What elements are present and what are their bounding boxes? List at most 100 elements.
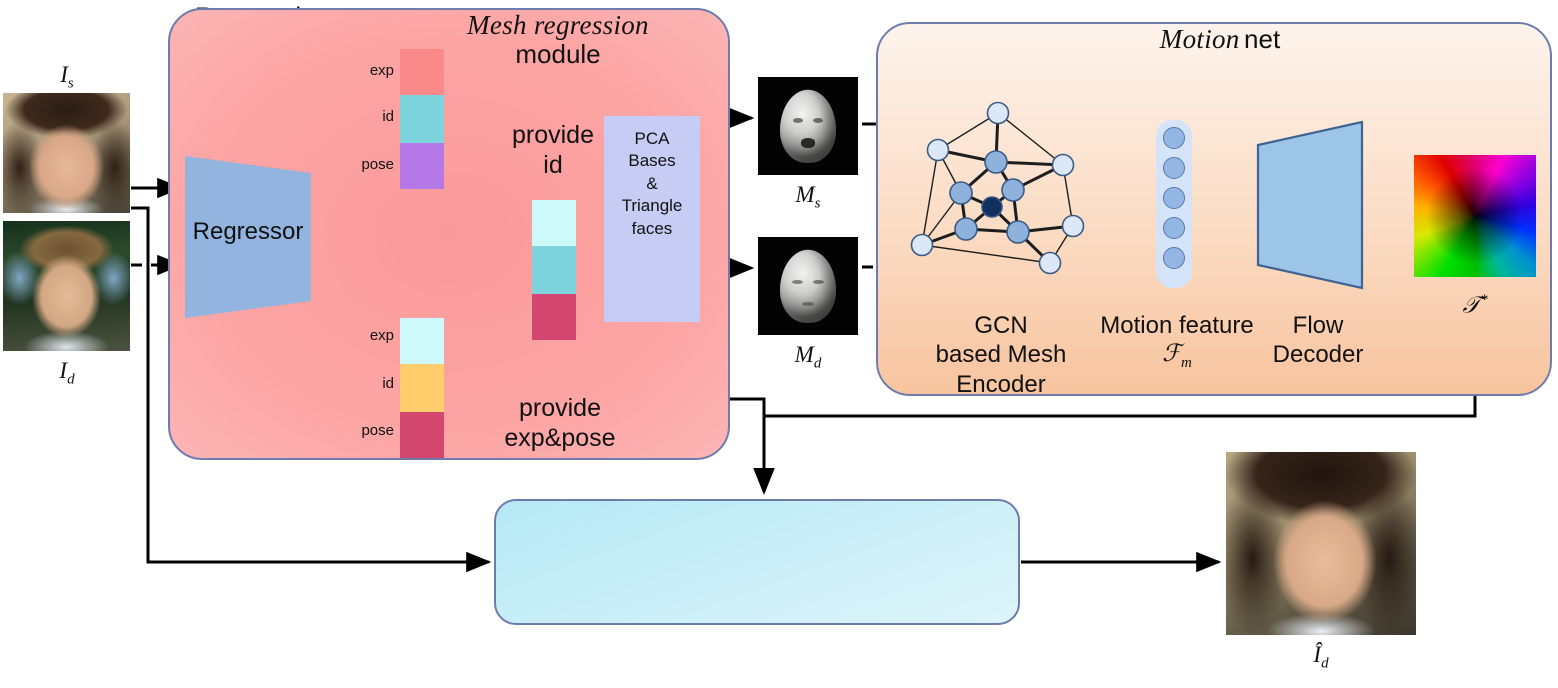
pca-bases-text: PCA Bases & Triangle faces (604, 128, 700, 240)
flow-field-symbol-sup: * (1480, 292, 1488, 308)
provide-id-line-1: provide (512, 121, 594, 149)
driving-mesh-eye-left (792, 280, 803, 285)
source-mesh-render (758, 77, 858, 175)
graph-node (954, 217, 978, 241)
source-mesh-eye-right (813, 118, 823, 124)
source-image (3, 93, 130, 213)
flow-decoder-line-2: Decoder (1272, 341, 1364, 369)
driving-mesh-mouth (802, 301, 814, 306)
pca-line-4: Triangle (621, 196, 683, 216)
flow-field-label: 𝒯* (1414, 292, 1536, 319)
source-image-label-text: I (60, 62, 68, 87)
driving-mesh-render (758, 237, 858, 335)
gcn-encoder-line-2: based Mesh (935, 341, 1067, 369)
source-param-label-pose: pose (361, 156, 394, 173)
motion-net-title-rest: net (1244, 24, 1281, 54)
gcn-encoder-line-1: GCN (974, 312, 1028, 339)
source-param-label-exp: exp (369, 62, 394, 79)
flow-field-visualization (1414, 155, 1536, 277)
motion-net-title: Motion net (1010, 24, 1430, 54)
graph-node (1006, 220, 1030, 244)
motion-feature-dot (1163, 247, 1185, 269)
graph-node (1061, 214, 1085, 238)
driving-image (3, 221, 130, 351)
graph-node (986, 101, 1010, 125)
graph-node (926, 138, 950, 162)
graph-node (1038, 251, 1062, 275)
graph-node (949, 181, 973, 205)
motion-feature-dot (1163, 127, 1185, 149)
source-image-label-sub: s (67, 75, 74, 92)
graph-node (984, 150, 1008, 174)
regressor-block (185, 156, 311, 318)
flow-decoder-line-1: Flow (1292, 312, 1344, 339)
output-image-label: Îd (1279, 642, 1363, 673)
mesh-regression-module-title: Mesh regression module (398, 10, 718, 69)
flow-field-symbol: 𝒯 (1462, 292, 1481, 318)
pca-line-3: & (646, 173, 658, 193)
driving-mesh-label: Md (766, 342, 850, 373)
provide-id-line-2: id (543, 151, 563, 179)
source-param-seg-exp (400, 49, 444, 95)
pca-line-1: PCA (634, 129, 670, 148)
combined-param-seg-pose (532, 294, 576, 340)
driving-mesh-eye-right (813, 280, 824, 285)
combined-param-seg-id (532, 246, 576, 294)
driving-param-label-exp: exp (369, 327, 394, 344)
source-param-seg-pose (400, 143, 444, 189)
source-image-label: Is (25, 62, 109, 93)
driving-param-seg-exp (400, 318, 444, 364)
combined-parameter-bar (532, 200, 576, 340)
driving-mesh-label-sub: d (813, 355, 822, 372)
motion-feature-dot (1163, 157, 1185, 179)
source-parameter-bar (400, 49, 444, 189)
graph-node (1001, 178, 1025, 202)
motion-feature-symbol-sub: m (1181, 355, 1192, 372)
mesh-module-title-rest: module (515, 39, 601, 70)
driving-mesh-label-text: M (794, 342, 814, 367)
graph-node (1051, 153, 1075, 177)
provide-exp-pose-line-1: provide (519, 394, 601, 422)
source-mesh-mouth (801, 137, 815, 148)
driving-image-label-sub: d (67, 371, 75, 388)
provide-exp-pose-line-2: exp&pose (504, 424, 616, 452)
output-image (1226, 452, 1416, 635)
source-mesh-head (780, 89, 836, 163)
source-mesh-eye-left (793, 118, 803, 124)
source-mesh-label-text: M (795, 182, 815, 207)
pca-line-2: Bases (628, 151, 676, 171)
motion-feature-dot (1163, 187, 1185, 209)
reenacting-module-panel (494, 499, 1020, 625)
flow-decoder-label: Flow Decoder (1243, 311, 1393, 370)
motion-feature-label: Motion feature ℱm (1082, 311, 1272, 372)
mesh-module-title-italic: Mesh regression (467, 10, 649, 40)
flow-decoder-block (1258, 122, 1362, 288)
output-image-label-text: Î (1313, 642, 1322, 667)
provide-id-note: provide id (478, 120, 628, 180)
arrow-mesh-module-to-reenact (730, 397, 775, 495)
driving-param-label-id: id (382, 375, 394, 392)
driving-param-seg-id (400, 364, 444, 412)
motion-net-title-italic: Motion (1159, 24, 1240, 54)
provide-exp-pose-note: provide exp&pose (460, 393, 660, 453)
flow-decoder-outline (1256, 120, 1364, 290)
arrow-src-to-reenact (131, 206, 492, 573)
graph-node-center (981, 196, 1003, 218)
output-image-label-sub: d (1321, 655, 1329, 672)
motion-feature-symbol: ℱm (1082, 340, 1272, 372)
source-param-seg-id (400, 95, 444, 143)
combined-param-seg-exp (532, 200, 576, 246)
pca-line-5: faces (631, 218, 673, 238)
gcn-encoder-label: GCN based Mesh Encoder (908, 311, 1094, 399)
pca-bases-box (604, 116, 700, 322)
driving-image-label-text: I (59, 358, 68, 383)
source-mesh-label-sub: s (814, 195, 821, 212)
driving-image-label: Id (25, 358, 109, 389)
graph-node (910, 233, 934, 257)
driving-parameter-bar (400, 318, 444, 458)
regressor-label: Regressor (192, 218, 304, 245)
source-param-label-id: id (382, 108, 394, 125)
driving-mesh-head (780, 249, 836, 323)
motion-feature-line-1: Motion feature (1100, 312, 1254, 339)
